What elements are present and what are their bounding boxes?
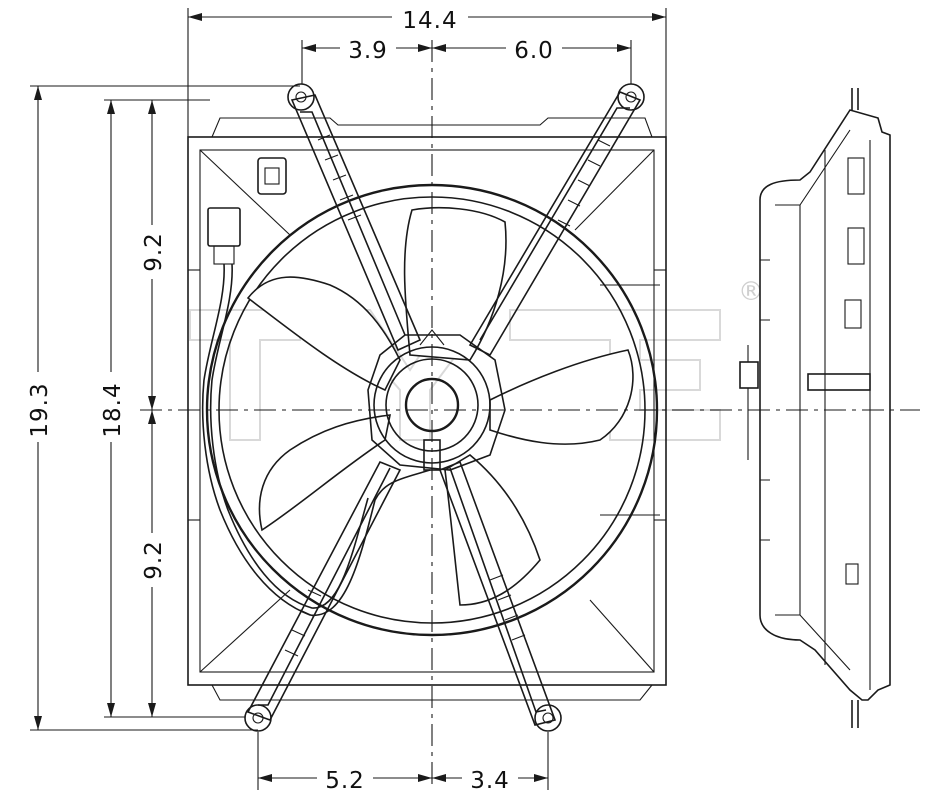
dim-top-left-offset: 3.9 (348, 38, 388, 64)
dim-overall-width: 14.4 (402, 8, 457, 34)
dim-bottom-left-offset: 5.2 (325, 768, 365, 794)
dim-overall-height: 19.3 (27, 382, 53, 437)
fan-blade-lower-left (258, 414, 392, 532)
dimension-labels: 14.4 3.9 6.0 19.3 18.4 9.2 9.2 5.2 3.4 (24, 4, 562, 794)
dim-bottom-right-offset: 3.4 (470, 768, 510, 794)
mounting-holes (244, 83, 645, 732)
dim-top-right-offset: 6.0 (514, 38, 554, 64)
dim-frame-height: 18.4 (100, 382, 126, 437)
fan-blade-top (403, 206, 507, 361)
fan-blade-left (246, 276, 401, 392)
dim-upper-half-height: 9.2 (141, 232, 167, 272)
fan-blade-right (489, 349, 634, 445)
fan-blades (246, 206, 634, 606)
dim-lower-half-height: 9.2 (141, 540, 167, 580)
fan-blade-bottom (444, 454, 541, 606)
wire-harness (201, 157, 431, 616)
center-lines (140, 40, 920, 790)
shroud-front-view (187, 117, 667, 701)
shroud-side-view (739, 88, 891, 728)
